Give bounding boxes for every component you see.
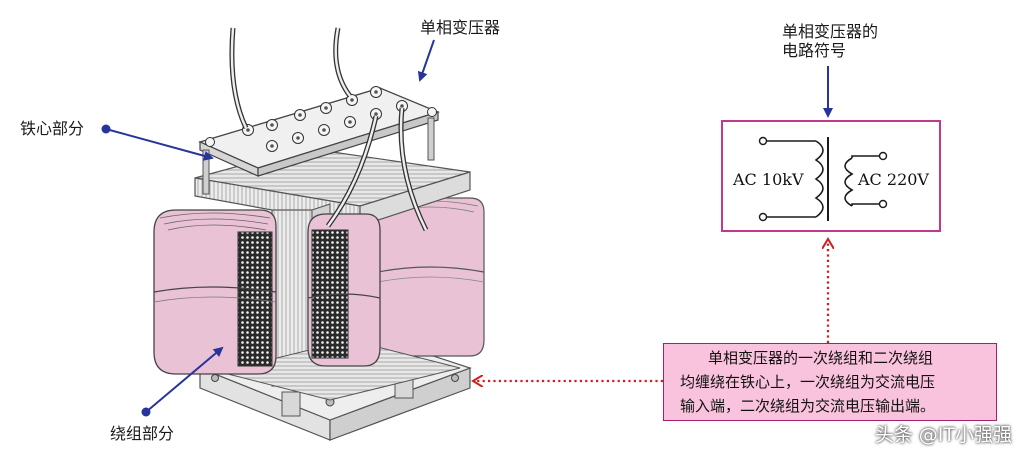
primary-voltage-label: AC 10kV (733, 170, 804, 189)
transformer-title-label: 单相变压器 (420, 18, 501, 37)
circuit-symbol-box (721, 120, 941, 232)
symbol-terminals (758, 136, 888, 222)
callout-arrows (101, 39, 833, 417)
secondary-voltage-label: AC 220V (858, 170, 929, 189)
description-note: 单相变压器的一次绕组和二次绕组 均缠绕在铁心上，一次绕组为交流电压 输入端，二次… (663, 343, 997, 421)
terminal-board (198, 86, 440, 195)
transformer-symbol (767, 137, 880, 221)
note-line: 输入端，二次绕组为交流电压输出端。 (680, 397, 936, 415)
lead-wires (229, 27, 429, 232)
front-coil-right (307, 213, 381, 367)
dotted-pointers (474, 240, 828, 381)
note-line: 单相变压器的一次绕组和二次绕组 (708, 349, 934, 367)
core-part-label: 铁心部分 (20, 119, 85, 138)
back-coil (377, 197, 485, 357)
front-coil-left (153, 209, 277, 375)
symbol-title-line2: 电路符号 (782, 41, 847, 60)
watermark: 头条 @IT小强强 (874, 424, 1012, 446)
symbol-title-line1: 单相变压器的 (782, 22, 879, 41)
note-line: 均缠绕在铁心上，一次绕组为交流电压 (680, 373, 936, 391)
winding-part-label: 绕组部分 (110, 424, 175, 443)
